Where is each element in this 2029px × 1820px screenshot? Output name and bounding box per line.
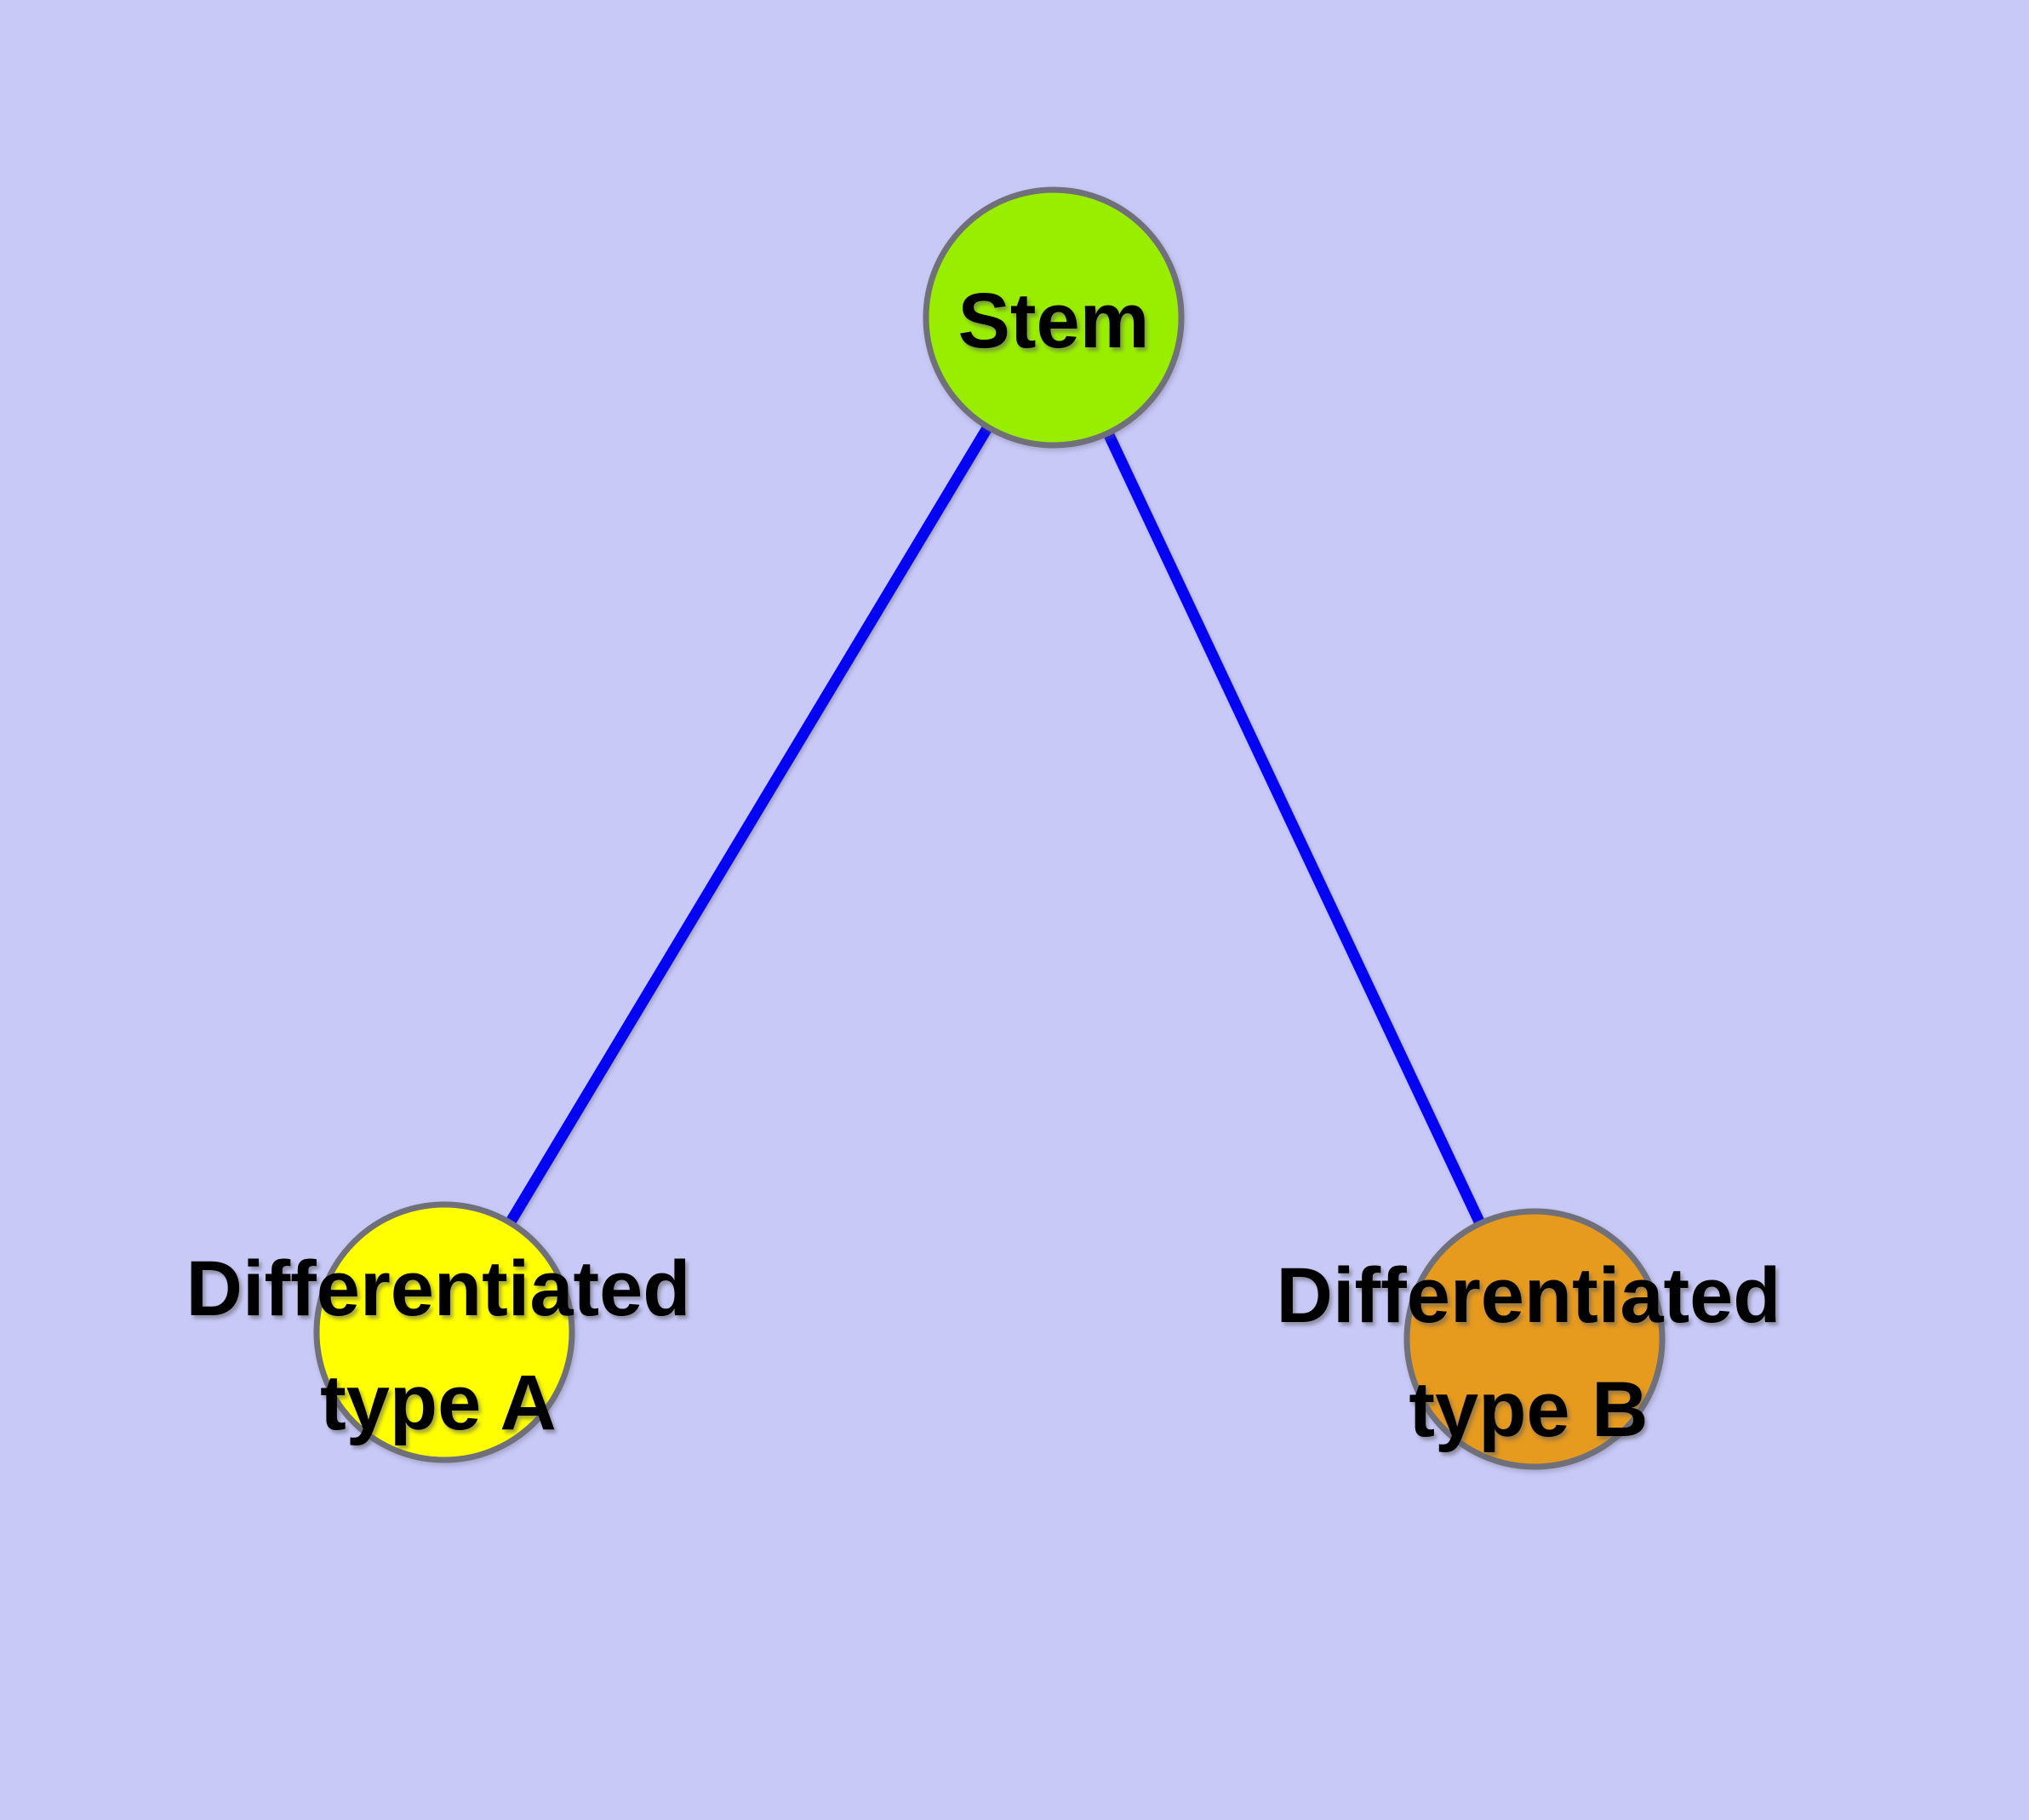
node-type-b-label-line1: Differentiated — [1277, 1252, 1781, 1339]
node-stem: Stem — [923, 186, 1185, 449]
edge-stem-to-type-a — [439, 314, 1059, 1336]
node-type-a-label-line1: Differentiated — [186, 1245, 691, 1332]
node-type-a-label-line2: type A — [320, 1359, 557, 1446]
node-differentiated-type-a: Differentiated type A — [186, 1201, 691, 1463]
node-stem-circle — [923, 186, 1185, 449]
edge-layer — [439, 314, 1540, 1342]
node-differentiated-type-b: Differentiated type B — [1277, 1208, 1781, 1470]
node-type-b-circle — [1403, 1208, 1666, 1470]
node-type-a-circle — [313, 1201, 575, 1463]
node-type-b-label-line2: type B — [1409, 1366, 1648, 1453]
node-stem-label: Stem — [958, 278, 1150, 364]
edge-stem-to-type-b — [1049, 315, 1540, 1342]
